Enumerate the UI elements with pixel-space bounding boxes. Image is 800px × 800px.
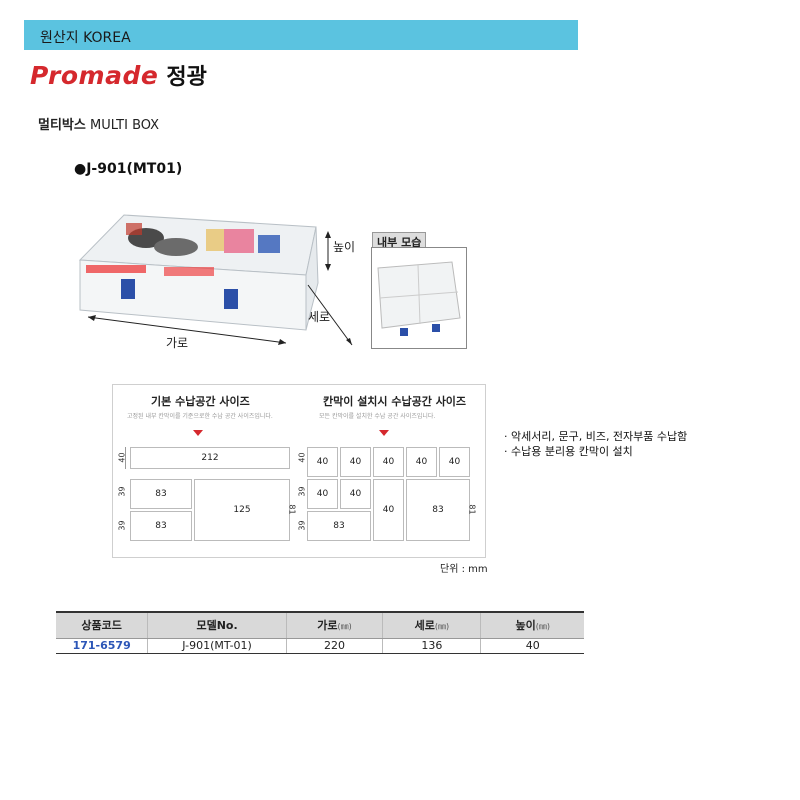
product-name: 멀티박스 MULTI BOX [38, 114, 159, 133]
basic-size-title: 기본 수납공간 사이즈 [151, 395, 250, 408]
divider-compartment-6: 40 [307, 479, 338, 509]
inside-view-photo [371, 247, 467, 349]
basic-bot-left-compartment: 83 [130, 511, 192, 541]
divider-height-top: 40 [297, 452, 307, 463]
basic-big-compartment: 125 [194, 479, 290, 541]
product-name-en: MULTI BOX [89, 118, 160, 133]
divider-compartment-3: 40 [373, 447, 404, 477]
table-row: 171-6579 J-901(MT-01) 220 136 40 [56, 638, 584, 654]
brand-name-en: Promade [30, 60, 159, 90]
divider-height-bot: 39 [297, 520, 307, 531]
product-code-cell: 171-6579 [56, 638, 148, 654]
basic-size-subtitle: 고정된 내부 칸막이를 기준으로한 수납 공간 사이즈입니다. [127, 413, 273, 420]
divider-compartment-2: 40 [340, 447, 371, 477]
divider-size-title: 칸막이 설치시 수납공간 사이즈 [323, 395, 467, 408]
col-depth: 세로(㎜) [382, 611, 481, 639]
width-label: 가로 [166, 336, 189, 350]
divider-compartment-5: 40 [439, 447, 470, 477]
divider-compartment-9: 83 [307, 511, 371, 541]
origin-text: 원산지 KOREA [40, 30, 131, 46]
unit-label: 단위 : mm [440, 564, 488, 575]
col-width: 가로(㎜) [285, 611, 383, 639]
basic-height-right: 81 [287, 504, 297, 515]
basic-size-arrow [193, 430, 203, 436]
brand-name-ko: 정광 [166, 65, 207, 90]
height-label: 높이 [333, 240, 356, 254]
basic-mid-left-compartment: 83 [130, 479, 192, 509]
origin-bar [24, 20, 578, 50]
product-name-ko: 멀티박스 [38, 118, 86, 133]
divider-compartment-4: 40 [406, 447, 437, 477]
divider-compartment-7: 40 [340, 479, 371, 509]
basic-height-top: 40 [117, 452, 127, 463]
feature-item: · 악세서리, 문구, 비즈, 전자부품 수납함 [504, 430, 688, 443]
col-product-code: 상품코드 [56, 611, 148, 639]
depth-label: 세로 [308, 310, 331, 324]
height-cell: 40 [480, 638, 584, 654]
divider-height-mid: 39 [297, 486, 307, 497]
basic-height-mid: 39 [117, 486, 127, 497]
col-height: 높이(㎜) [480, 611, 584, 639]
width-cell: 220 [285, 638, 383, 654]
divider-size-subtitle: 모든 칸막이를 설치한 수납 공간 사이즈입니다. [319, 413, 436, 420]
storage-size-diagram: 기본 수납공간 사이즈 고정된 내부 칸막이를 기준으로한 수납 공간 사이즈입… [112, 384, 486, 558]
feature-list: · 악세서리, 문구, 비즈, 전자부품 수납함 · 수납용 분리용 칸막이 설… [504, 429, 687, 459]
brand-logo: Promade 정광 [30, 58, 207, 92]
divider-compartment-8: 40 [373, 479, 404, 541]
feature-item: · 수납용 분리용 칸막이 설치 [504, 445, 633, 458]
spec-header-row: 상품코드 모델No. 가로(㎜) 세로(㎜) 높이(㎜) [56, 611, 584, 639]
col-model-no: 모델No. [147, 611, 287, 639]
model-title: ●J-901(MT01) [74, 161, 183, 177]
divider-compartment-1: 40 [307, 447, 338, 477]
divider-height-right: 81 [467, 504, 477, 515]
spec-table: 상품코드 모델No. 가로(㎜) 세로(㎜) 높이(㎜) 171-6579 J-… [56, 611, 584, 654]
basic-top-compartment: 212 [130, 447, 290, 469]
divider-compartment-10: 83 [406, 479, 470, 541]
product-photo [78, 214, 353, 346]
divider-size-arrow [379, 430, 389, 436]
model-no-cell: J-901(MT-01) [147, 638, 287, 654]
depth-cell: 136 [382, 638, 481, 654]
basic-height-bot: 39 [117, 520, 127, 531]
